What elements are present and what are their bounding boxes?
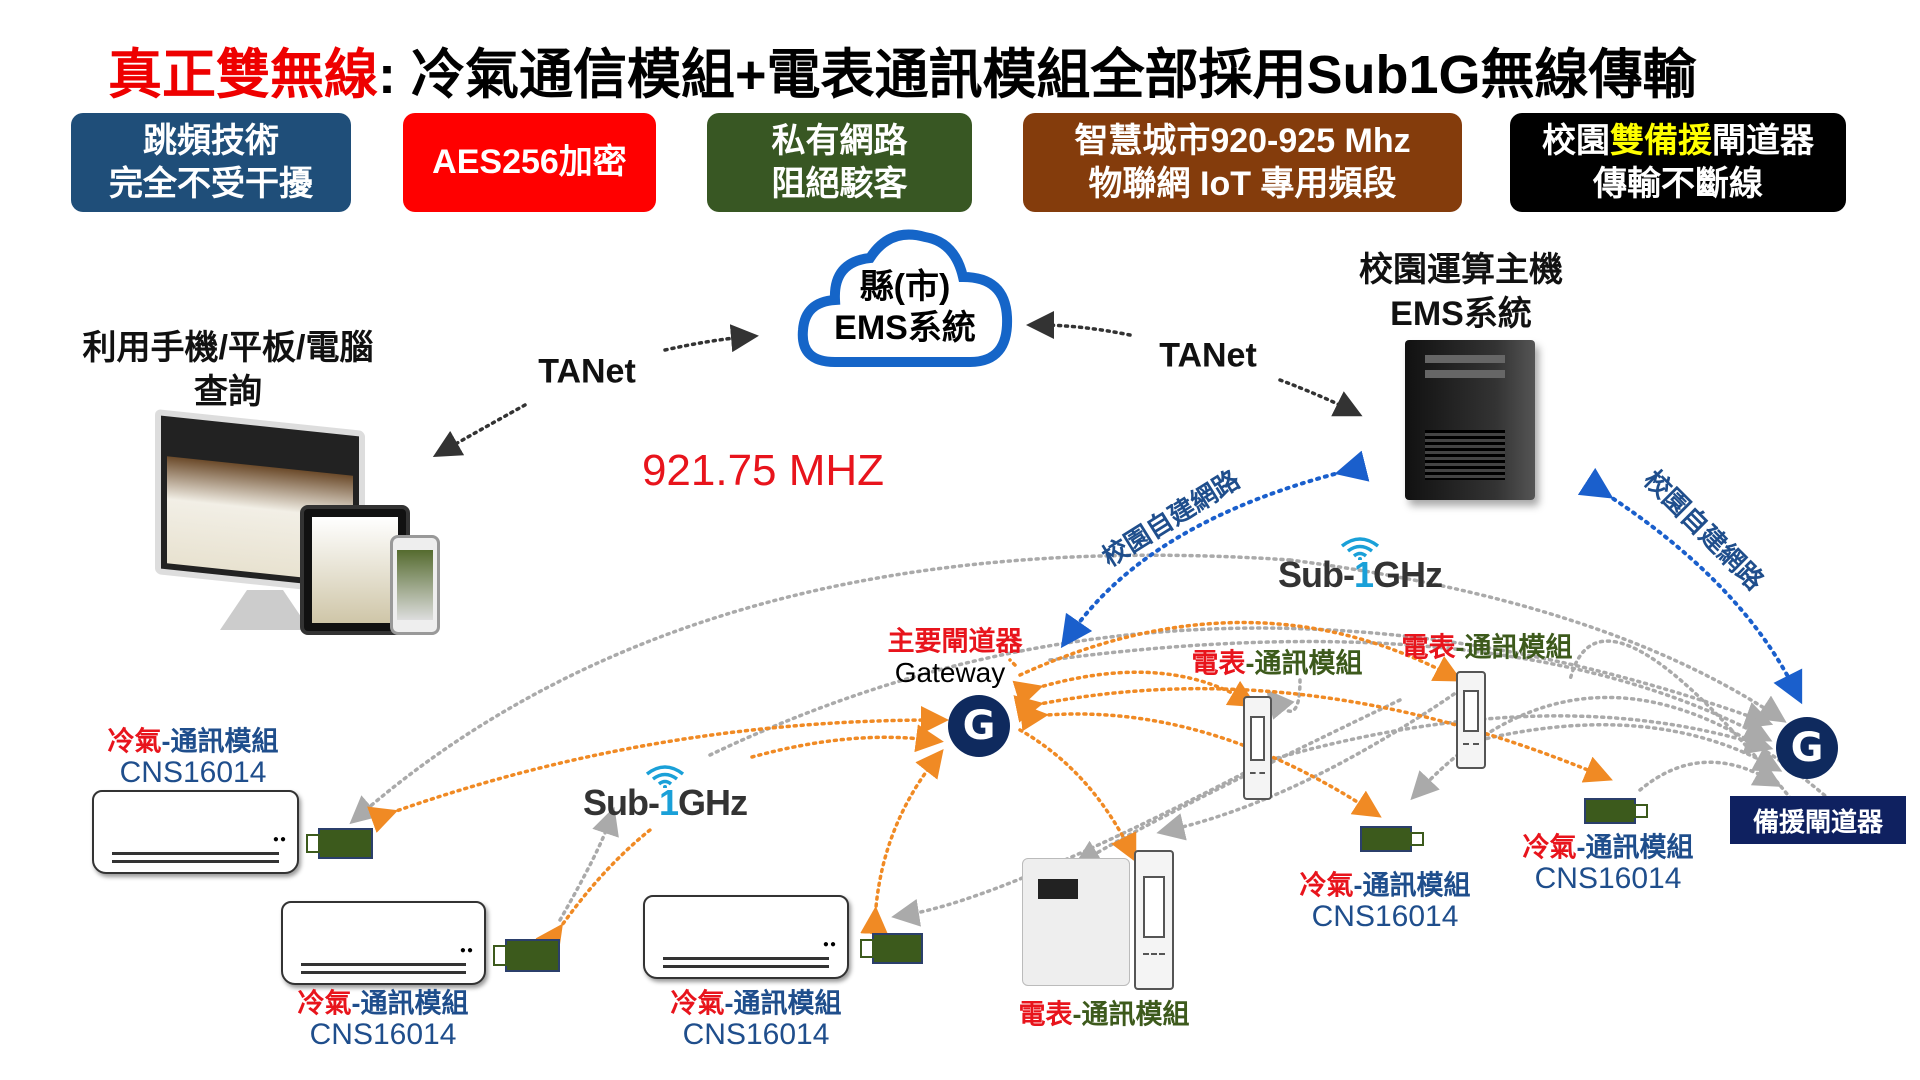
feature-line: 跳頻技術 (143, 122, 279, 160)
ac-suffix: -通訊模組 (1353, 870, 1471, 901)
frequency-label: 921.75 MHZ (641, 446, 885, 495)
phone-icon (390, 535, 440, 635)
feature-line: AES256加密 (432, 143, 627, 182)
ac-standard: CNS16014 (1311, 900, 1459, 933)
ac-prefix: 冷氣 (1522, 832, 1577, 863)
devices-label-line2: 查詢 (194, 373, 262, 411)
meter-module-label: 電表-通訊模組 (1402, 626, 1573, 665)
electric-meter-icon (1022, 858, 1130, 986)
air-conditioner-icon: ●● (92, 790, 299, 874)
sub-prefix: Sub- (582, 782, 660, 823)
main-gateway-icon: G (948, 695, 1010, 757)
sub1ghz-badge-bottom: Sub-1GHz (582, 764, 748, 824)
ac-prefix: 冷氣 (1299, 870, 1354, 901)
feature-line: 完全不受干擾 (109, 164, 313, 203)
sub-one: 1 (658, 782, 679, 823)
meter-module-icon (1243, 696, 1272, 800)
cloud-county-ems: 縣(市)EMS系統 (795, 222, 1015, 372)
ac-suffix: -通訊模組 (161, 726, 279, 757)
sub-suffix: GHz (1373, 554, 1443, 595)
wifi-icon (645, 765, 685, 788)
meter-suffix: -通訊模組 (1245, 648, 1363, 679)
meter-module-icon (1134, 850, 1174, 990)
ac-standard: CNS16014 (309, 1018, 457, 1051)
air-conditioner-icon: ●● (643, 895, 849, 979)
feature-highlight: 雙備援 (1610, 122, 1712, 160)
devices-image (150, 408, 460, 640)
tanet-left-label: TANet (538, 352, 636, 391)
ac-prefix: 冷氣 (297, 988, 352, 1019)
ac-module-label: 冷氣-通訊模組 (671, 982, 842, 1021)
meter-suffix: -通訊模組 (1455, 632, 1573, 663)
feature-frequency-hopping: 跳頻技術完全不受干擾 (71, 113, 351, 212)
ac-module-icon (860, 933, 923, 964)
server-tower-icon (1405, 340, 1535, 500)
ac-module-icon (1584, 798, 1648, 824)
main-gateway-sublabel: Gateway (894, 657, 1006, 688)
sub1ghz-badge-top: Sub-1GHz (1277, 536, 1443, 596)
sub-prefix: Sub- (1277, 554, 1355, 595)
feature-iot-band: 智慧城市920-925 Mhz 物聯網 IoT 專用頻段 (1023, 113, 1462, 212)
meter-module-icon (1456, 671, 1486, 769)
server-label-line1: 校園運算主機 (1359, 250, 1563, 289)
feature-line: 物聯網 IoT 專用頻段 (1088, 164, 1397, 203)
ac-module-label: 冷氣-通訊模組 (1300, 864, 1471, 903)
tanet-right-label: TANet (1159, 336, 1257, 375)
ac-suffix: -通訊模組 (724, 988, 842, 1019)
meter-module-label: 電表-通訊模組 (1019, 993, 1190, 1032)
feature-line: 阻絕駭客 (771, 164, 908, 203)
server-label-line2: EMS系統 (1390, 295, 1532, 333)
server-label: 校園運算主機 EMS系統 (1359, 248, 1563, 336)
backup-gateway-label: 備援閘道器 (1730, 796, 1906, 844)
feature-line: 傳輸不斷線 (1593, 164, 1763, 203)
air-conditioner-icon: ●● (281, 901, 486, 985)
ac-module-label: 冷氣-通訊模組 (1523, 826, 1694, 865)
ac-module-label: 冷氣-通訊模組 (298, 982, 469, 1021)
feature-line: 智慧城市920-925 Mhz (1074, 122, 1411, 160)
sub-one: 1 (1353, 554, 1374, 595)
ac-standard: CNS16014 (1534, 862, 1682, 895)
ac-prefix: 冷氣 (670, 988, 725, 1019)
meter-suffix: -通訊模組 (1072, 999, 1190, 1030)
ac-module-icon (306, 828, 373, 859)
devices-label-line1: 利用手機/平板/電腦 (82, 328, 374, 367)
main-gateway-label: 主要閘道器 (887, 626, 1023, 657)
ac-standard: CNS16014 (682, 1018, 830, 1051)
meter-module-label: 電表-通訊模組 (1192, 642, 1363, 681)
ac-prefix: 冷氣 (107, 726, 162, 757)
meter-prefix: 電表 (1018, 999, 1073, 1030)
ac-suffix: -通訊模組 (351, 988, 469, 1019)
ac-suffix: -通訊模組 (1576, 832, 1694, 863)
cloud-label-line2: EMS系統 (834, 309, 976, 347)
feature-text: 閘道器 (1712, 122, 1814, 160)
ac-module-icon (1360, 826, 1424, 852)
backup-gateway-icon: G (1776, 717, 1838, 779)
devices-label: 利用手機/平板/電腦查詢 (83, 326, 374, 414)
ac-standard: CNS16014 (119, 756, 267, 789)
cloud-icon (797, 229, 1013, 367)
meter-prefix: 電表 (1191, 648, 1246, 679)
meter-prefix: 電表 (1401, 632, 1456, 663)
ac-module-icon (493, 939, 560, 972)
wifi-icon (1340, 537, 1380, 560)
feature-line: 私有網路 (771, 122, 908, 160)
title-rest: : 冷氣通信模組+電表通訊模組全部採用Sub1G無線傳輸 (378, 45, 1697, 105)
title-highlight: 真正雙無線 (108, 45, 378, 105)
feature-text: 校園 (1542, 122, 1610, 160)
feature-aes256: AES256加密 (403, 113, 656, 212)
ac-module-label: 冷氣-通訊模組 (108, 720, 279, 759)
feature-private-network: 私有網路阻絕駭客 (707, 113, 972, 212)
feature-dual-backup-gateway: 校園雙備援閘道器傳輸不斷線 (1510, 113, 1846, 212)
sub-suffix: GHz (678, 782, 748, 823)
cloud-label-line1: 縣(市) (859, 268, 951, 307)
page-title: 真正雙無線: 冷氣通信模組+電表通訊模組全部採用Sub1G無線傳輸 (108, 30, 1697, 109)
